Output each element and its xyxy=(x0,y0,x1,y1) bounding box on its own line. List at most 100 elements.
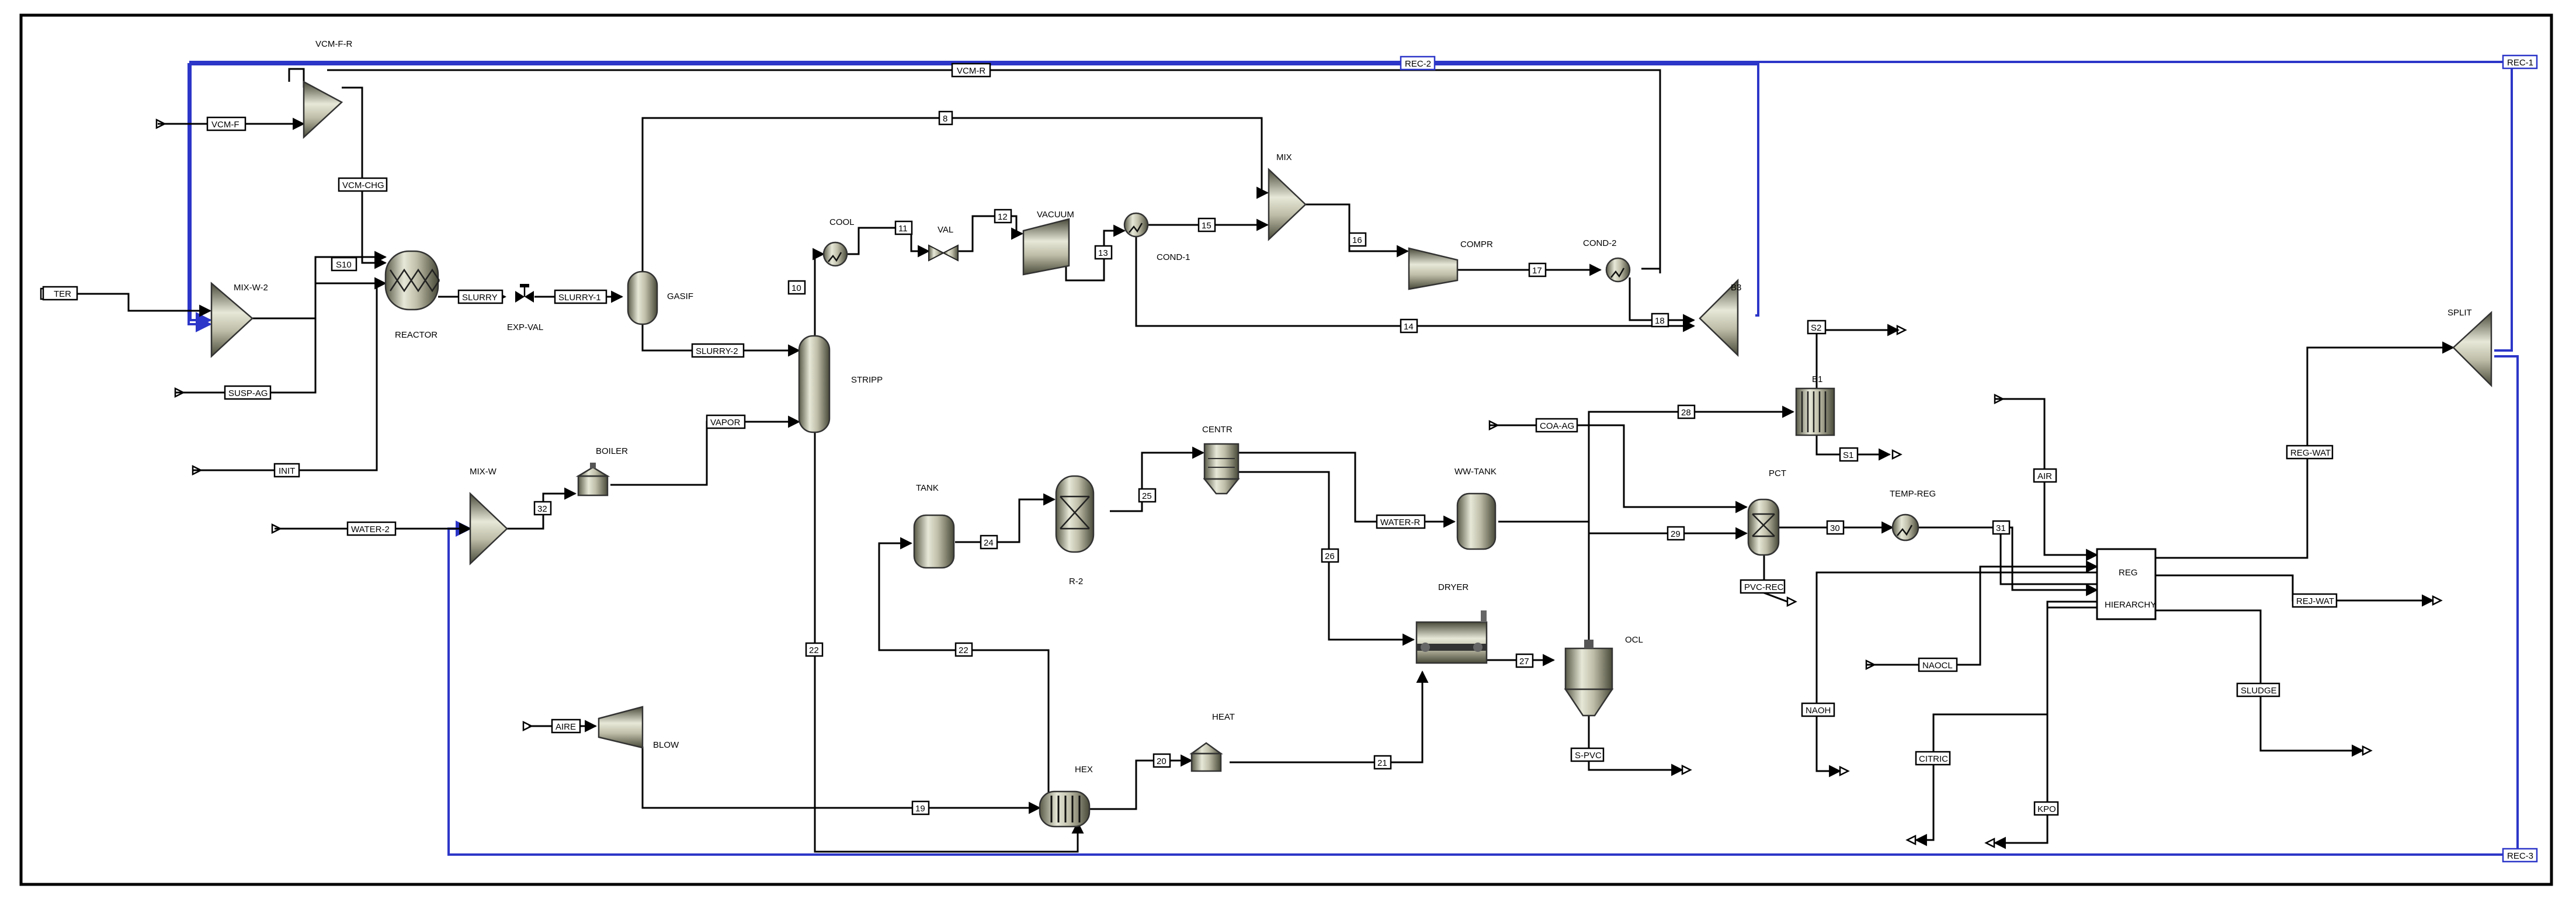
reactor-pct[interactable] xyxy=(1747,498,1780,556)
stream-13[interactable]: 13 xyxy=(1094,245,1113,260)
stream-22-left[interactable]: 22 xyxy=(805,642,824,657)
tank[interactable] xyxy=(913,514,955,569)
stream-s-pvc[interactable]: S-PVC xyxy=(1570,747,1605,762)
heater[interactable] xyxy=(1189,742,1223,772)
boiler[interactable] xyxy=(575,463,610,497)
stream-vcm-r[interactable]: VCM-R xyxy=(951,63,991,78)
stream-10[interactable]: 10 xyxy=(787,280,806,295)
stream-air[interactable]: AIR xyxy=(2033,468,2057,483)
label-vcm-f-r: VCM-F-R xyxy=(315,39,352,49)
stripper-column[interactable] xyxy=(798,335,831,433)
stream-19[interactable]: 19 xyxy=(911,800,930,815)
stream-30[interactable]: 30 xyxy=(1826,520,1845,535)
cyclone-ocl[interactable] xyxy=(1564,640,1614,717)
stream-rec-3[interactable]: REC-3 xyxy=(2502,848,2538,863)
condenser-1[interactable] xyxy=(1123,212,1149,238)
stream-slurry-2[interactable]: SLURRY-2 xyxy=(691,343,745,358)
cooler[interactable] xyxy=(822,241,848,267)
stream-22-loop[interactable]: 22 xyxy=(954,642,973,657)
expansion-valve[interactable] xyxy=(515,284,534,303)
stream-slurry[interactable]: SLURRY xyxy=(457,289,504,304)
gasifier-vessel[interactable] xyxy=(627,270,658,325)
stream-naoh[interactable]: NAOH xyxy=(1801,702,1835,717)
svg-text:16: 16 xyxy=(1352,235,1362,245)
stream-12[interactable]: 12 xyxy=(994,209,1012,224)
stream-21[interactable]: 21 xyxy=(1373,755,1392,770)
stream-reg-wat[interactable]: REG-WAT xyxy=(2286,445,2334,460)
stream-25[interactable]: 25 xyxy=(1138,488,1157,503)
svg-text:11: 11 xyxy=(898,224,908,234)
svg-text:WATER-R: WATER-R xyxy=(1380,518,1420,527)
svg-text:AIRE: AIRE xyxy=(556,722,576,732)
stream-24[interactable]: 24 xyxy=(980,534,998,550)
stream-8[interactable]: 8 xyxy=(938,110,953,126)
stream-pvc-rec[interactable]: PVC-REC xyxy=(1740,579,1786,594)
stream-kpo[interactable]: KPO xyxy=(2033,801,2059,816)
condenser-2[interactable] xyxy=(1605,257,1631,283)
stream-18[interactable]: 18 xyxy=(1651,313,1669,328)
stream-water-r[interactable]: WATER-R xyxy=(1376,514,1426,529)
label-mix: MIX xyxy=(1276,152,1292,162)
stream-vcm-chg[interactable]: VCM-CHG xyxy=(338,177,388,192)
stream-20[interactable]: 20 xyxy=(1152,753,1171,768)
temp-regulator[interactable] xyxy=(1891,513,1919,541)
stream-vapor[interactable]: VAPOR xyxy=(706,414,746,429)
compressor[interactable] xyxy=(1408,247,1459,290)
stream-s2[interactable]: S2 xyxy=(1807,320,1827,335)
stream-14[interactable]: 14 xyxy=(1400,318,1418,334)
stream-29[interactable]: 29 xyxy=(1667,526,1685,541)
stream-ter[interactable]: TER xyxy=(42,286,78,301)
recycle-streams xyxy=(188,61,2519,856)
stream-slurry-1[interactable]: SLURRY-1 xyxy=(554,289,607,304)
dryer[interactable] xyxy=(1415,610,1488,664)
stream-s1[interactable]: S1 xyxy=(1839,447,1859,462)
stream-coa-ag[interactable]: COA-AG xyxy=(1535,418,1578,433)
stream-28[interactable]: 28 xyxy=(1677,404,1696,419)
ww-tank[interactable] xyxy=(1456,492,1497,550)
stream-17[interactable]: 17 xyxy=(1528,262,1547,277)
heat-exchanger-hex[interactable] xyxy=(1039,790,1091,828)
stream-rej-wat[interactable]: REJ-WAT xyxy=(2292,593,2338,608)
label-b3: B3 xyxy=(1731,283,1741,293)
stream-susp-ag[interactable]: SUSP-AG xyxy=(224,385,272,400)
svg-text:13: 13 xyxy=(1098,248,1108,258)
vacuum-compressor[interactable] xyxy=(1022,218,1070,276)
stream-water-2[interactable]: WATER-2 xyxy=(346,521,397,536)
centrifuge[interactable] xyxy=(1203,443,1240,495)
stream-15[interactable]: 15 xyxy=(1197,217,1216,232)
splitter-b3[interactable] xyxy=(1699,278,1739,357)
mixer-vcm-f-r[interactable] xyxy=(303,80,343,139)
stream-26[interactable]: 26 xyxy=(1321,548,1339,563)
svg-text:VCM-CHG: VCM-CHG xyxy=(342,180,384,190)
stream-vcm-f[interactable]: VCM-F xyxy=(206,116,247,131)
reg-hierarchy-block[interactable] xyxy=(2096,548,2157,620)
filter-b1[interactable] xyxy=(1795,387,1835,436)
stream-init[interactable]: INIT xyxy=(273,463,300,478)
svg-text:26: 26 xyxy=(1325,551,1335,561)
stream-sludge[interactable]: SLUDGE xyxy=(2236,682,2280,697)
stream-11[interactable]: 11 xyxy=(894,220,913,235)
blower[interactable] xyxy=(598,706,644,749)
stream-naocl[interactable]: NAOCL xyxy=(1918,657,1958,672)
stream-aire[interactable]: AIRE xyxy=(551,718,581,734)
svg-text:SUSP-AG: SUSP-AG xyxy=(228,388,268,398)
mixer-mix-w-2[interactable] xyxy=(210,282,254,358)
mixer-mix[interactable] xyxy=(1268,168,1307,241)
valve[interactable] xyxy=(928,244,959,262)
svg-text:S2: S2 xyxy=(1811,323,1821,333)
splitter-split[interactable] xyxy=(2452,311,2492,388)
reactor-r-2[interactable] xyxy=(1055,475,1095,553)
stream-16[interactable]: 16 xyxy=(1348,232,1367,247)
label-centr: CENTR xyxy=(1202,425,1233,435)
svg-text:24: 24 xyxy=(984,538,994,548)
label-mix-w-2: MIX-W-2 xyxy=(234,283,268,293)
stream-citric[interactable]: CITRIC xyxy=(1915,751,1951,766)
label-blow: BLOW xyxy=(653,740,679,750)
stream-27[interactable]: 27 xyxy=(1515,653,1534,668)
stream-s10[interactable]: S10 xyxy=(331,256,357,272)
mixer-mix-w[interactable] xyxy=(469,492,508,565)
stream-rec-1[interactable]: REC-1 xyxy=(2502,54,2538,70)
stream-rec-2[interactable]: REC-2 xyxy=(1400,55,1436,71)
stream-32[interactable]: 32 xyxy=(533,501,552,516)
stream-31[interactable]: 31 xyxy=(1992,520,2011,535)
